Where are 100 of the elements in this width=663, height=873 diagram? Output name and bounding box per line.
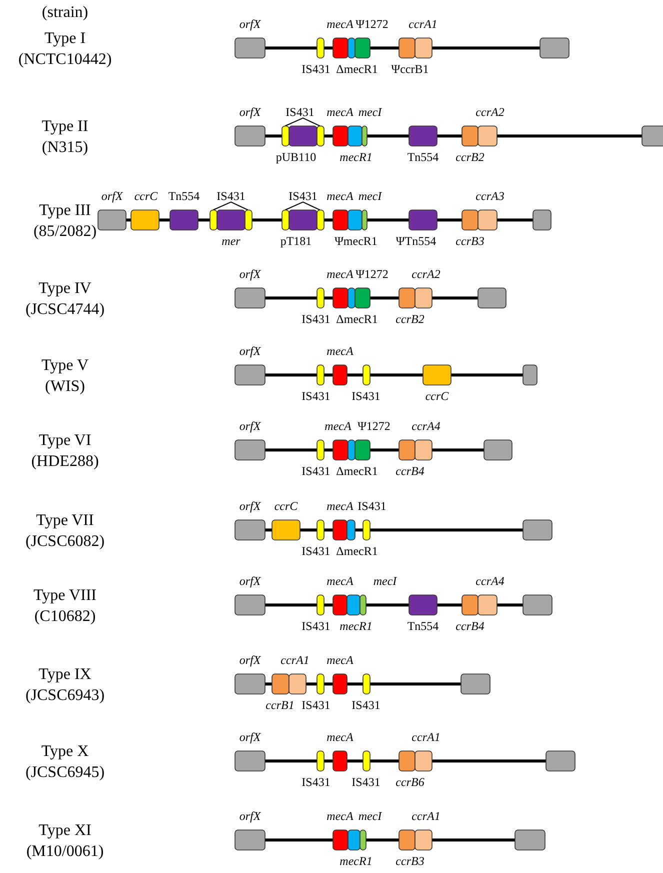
gene-label: IS431 [302, 63, 330, 75]
strain-label: (NCTC10442) [18, 52, 112, 68]
gene-label: ΔmecR1 [336, 465, 378, 477]
gene-label: orfX [239, 575, 261, 587]
gene-label: ccrA4 [412, 420, 440, 432]
gene-label: IS431 [288, 190, 318, 202]
gene-label: mecA [326, 654, 354, 666]
gene-label: mecA [326, 190, 354, 202]
gene-label: mecR1 [340, 151, 372, 163]
gene-label: ccrB3 [396, 855, 424, 867]
gene-label: mecA [326, 575, 354, 587]
gene-label: ΔmecR1 [336, 63, 378, 75]
gene-label: ccrA1 [408, 18, 438, 30]
gene-label: ΨTn554 [396, 235, 436, 247]
gene-label: mecA [326, 18, 354, 30]
strain-label: (JCSC6945) [25, 765, 105, 781]
type-label: Type I [44, 31, 86, 47]
gene-label: ccrA4 [476, 575, 504, 587]
type-label: Type IX [38, 667, 92, 683]
gene-label: ΔmecR1 [336, 545, 378, 557]
gene-label: mecA [326, 268, 354, 280]
gene-label: Ψ1272 [356, 268, 388, 280]
type-label: Type III [39, 203, 91, 219]
strain-label: (M10/0061) [26, 844, 104, 860]
gene-label: orfX [239, 810, 261, 822]
gene-label: orfX [239, 500, 261, 512]
gene-label: IS431 [358, 500, 386, 512]
gene-label: mer [222, 235, 240, 247]
type-label: Type XI [38, 823, 92, 839]
strain-label: (N315) [42, 140, 88, 156]
gene-label: ccrB1 [266, 699, 294, 711]
strain-label: (C10682) [34, 609, 96, 625]
gene-label: IS431 [302, 465, 330, 477]
gene-label: ccrA2 [476, 106, 504, 118]
gene-label: IS431 [302, 545, 330, 557]
type-label: Type VIII [34, 588, 96, 604]
type-label: Type X [41, 744, 89, 760]
gene-label: orfX [239, 654, 261, 666]
gene-label: IS431 [302, 776, 330, 788]
gene-label: orfX [239, 18, 261, 30]
type-label: Type V [41, 358, 89, 374]
gene-label: ccrC [274, 500, 298, 512]
gene-label: mecI [373, 575, 397, 587]
strain-label: (JCSC4744) [25, 302, 105, 318]
gene-label: ΨmecR1 [334, 235, 378, 247]
gene-label: IS431 [352, 776, 380, 788]
gene-label: ccrA1 [412, 810, 440, 822]
gene-label: mecI [358, 106, 382, 118]
gene-label: Ψ1272 [358, 420, 390, 432]
gene-label: ccrC [425, 390, 449, 402]
gene-label: pUB110 [276, 151, 316, 163]
gene-label: mecA [326, 500, 354, 512]
gene-label: IS431 [302, 390, 330, 402]
type-label: Type VI [38, 433, 92, 449]
gene-label: IS431 [216, 190, 246, 202]
gene-label: IS431 [302, 620, 330, 632]
strain-label: (JCSC6943) [25, 688, 105, 704]
gene-label: ccrA1 [412, 731, 440, 743]
gene-label: ccrB3 [456, 235, 484, 247]
gene-label: ccrB4 [456, 620, 484, 632]
gene-label: orfX [239, 420, 261, 432]
gene-label: Tn554 [407, 151, 439, 163]
gene-label: IS431 [302, 699, 330, 711]
gene-label: ccrA3 [476, 190, 504, 202]
gene-label: mecA [326, 731, 354, 743]
strain-label: (JCSC6082) [25, 534, 105, 550]
gene-label: mecA [326, 345, 354, 357]
gene-label: ccrB4 [396, 465, 424, 477]
gene-label: orfX [239, 731, 261, 743]
gene-label: orfX [239, 106, 261, 118]
gene-label: ccrB6 [396, 776, 424, 788]
gene-label: ccrC [134, 190, 158, 202]
type-label: Type II [42, 119, 88, 135]
gene-label: ΔmecR1 [336, 313, 378, 325]
gene-label: IS431 [286, 106, 314, 118]
gene-label: ccrB2 [396, 313, 424, 325]
strain-label: (WIS) [45, 379, 85, 395]
gene-label: IS431 [302, 313, 330, 325]
gene-label: ccrB2 [456, 151, 484, 163]
gene-label: mecA [326, 810, 354, 822]
strain-label: (HDE288) [31, 454, 99, 470]
gene-label: Tn554 [407, 620, 439, 632]
gene-label: Ψ1272 [356, 18, 388, 30]
type-label: Type IV [38, 281, 92, 297]
column-heading: (strain) [42, 5, 88, 21]
gene-label: mecI [358, 810, 382, 822]
gene-label: ΨccrB1 [391, 63, 429, 75]
gene-label: mecR1 [340, 620, 372, 632]
type-label: Type VII [36, 513, 94, 529]
gene-label: orfX [101, 190, 123, 202]
gene-label: Tn554 [168, 190, 200, 202]
gene-label: ccrA2 [412, 268, 440, 280]
gene-label: IS431 [352, 390, 380, 402]
gene-label: mecA [326, 106, 354, 118]
gene-label: pT181 [280, 235, 312, 247]
gene-label: orfX [239, 268, 261, 280]
gene-label: mecR1 [340, 855, 372, 867]
gene-label: mecA [324, 420, 352, 432]
gene-label: ccrA1 [280, 654, 310, 666]
strain-label: (85/2082) [33, 224, 97, 240]
